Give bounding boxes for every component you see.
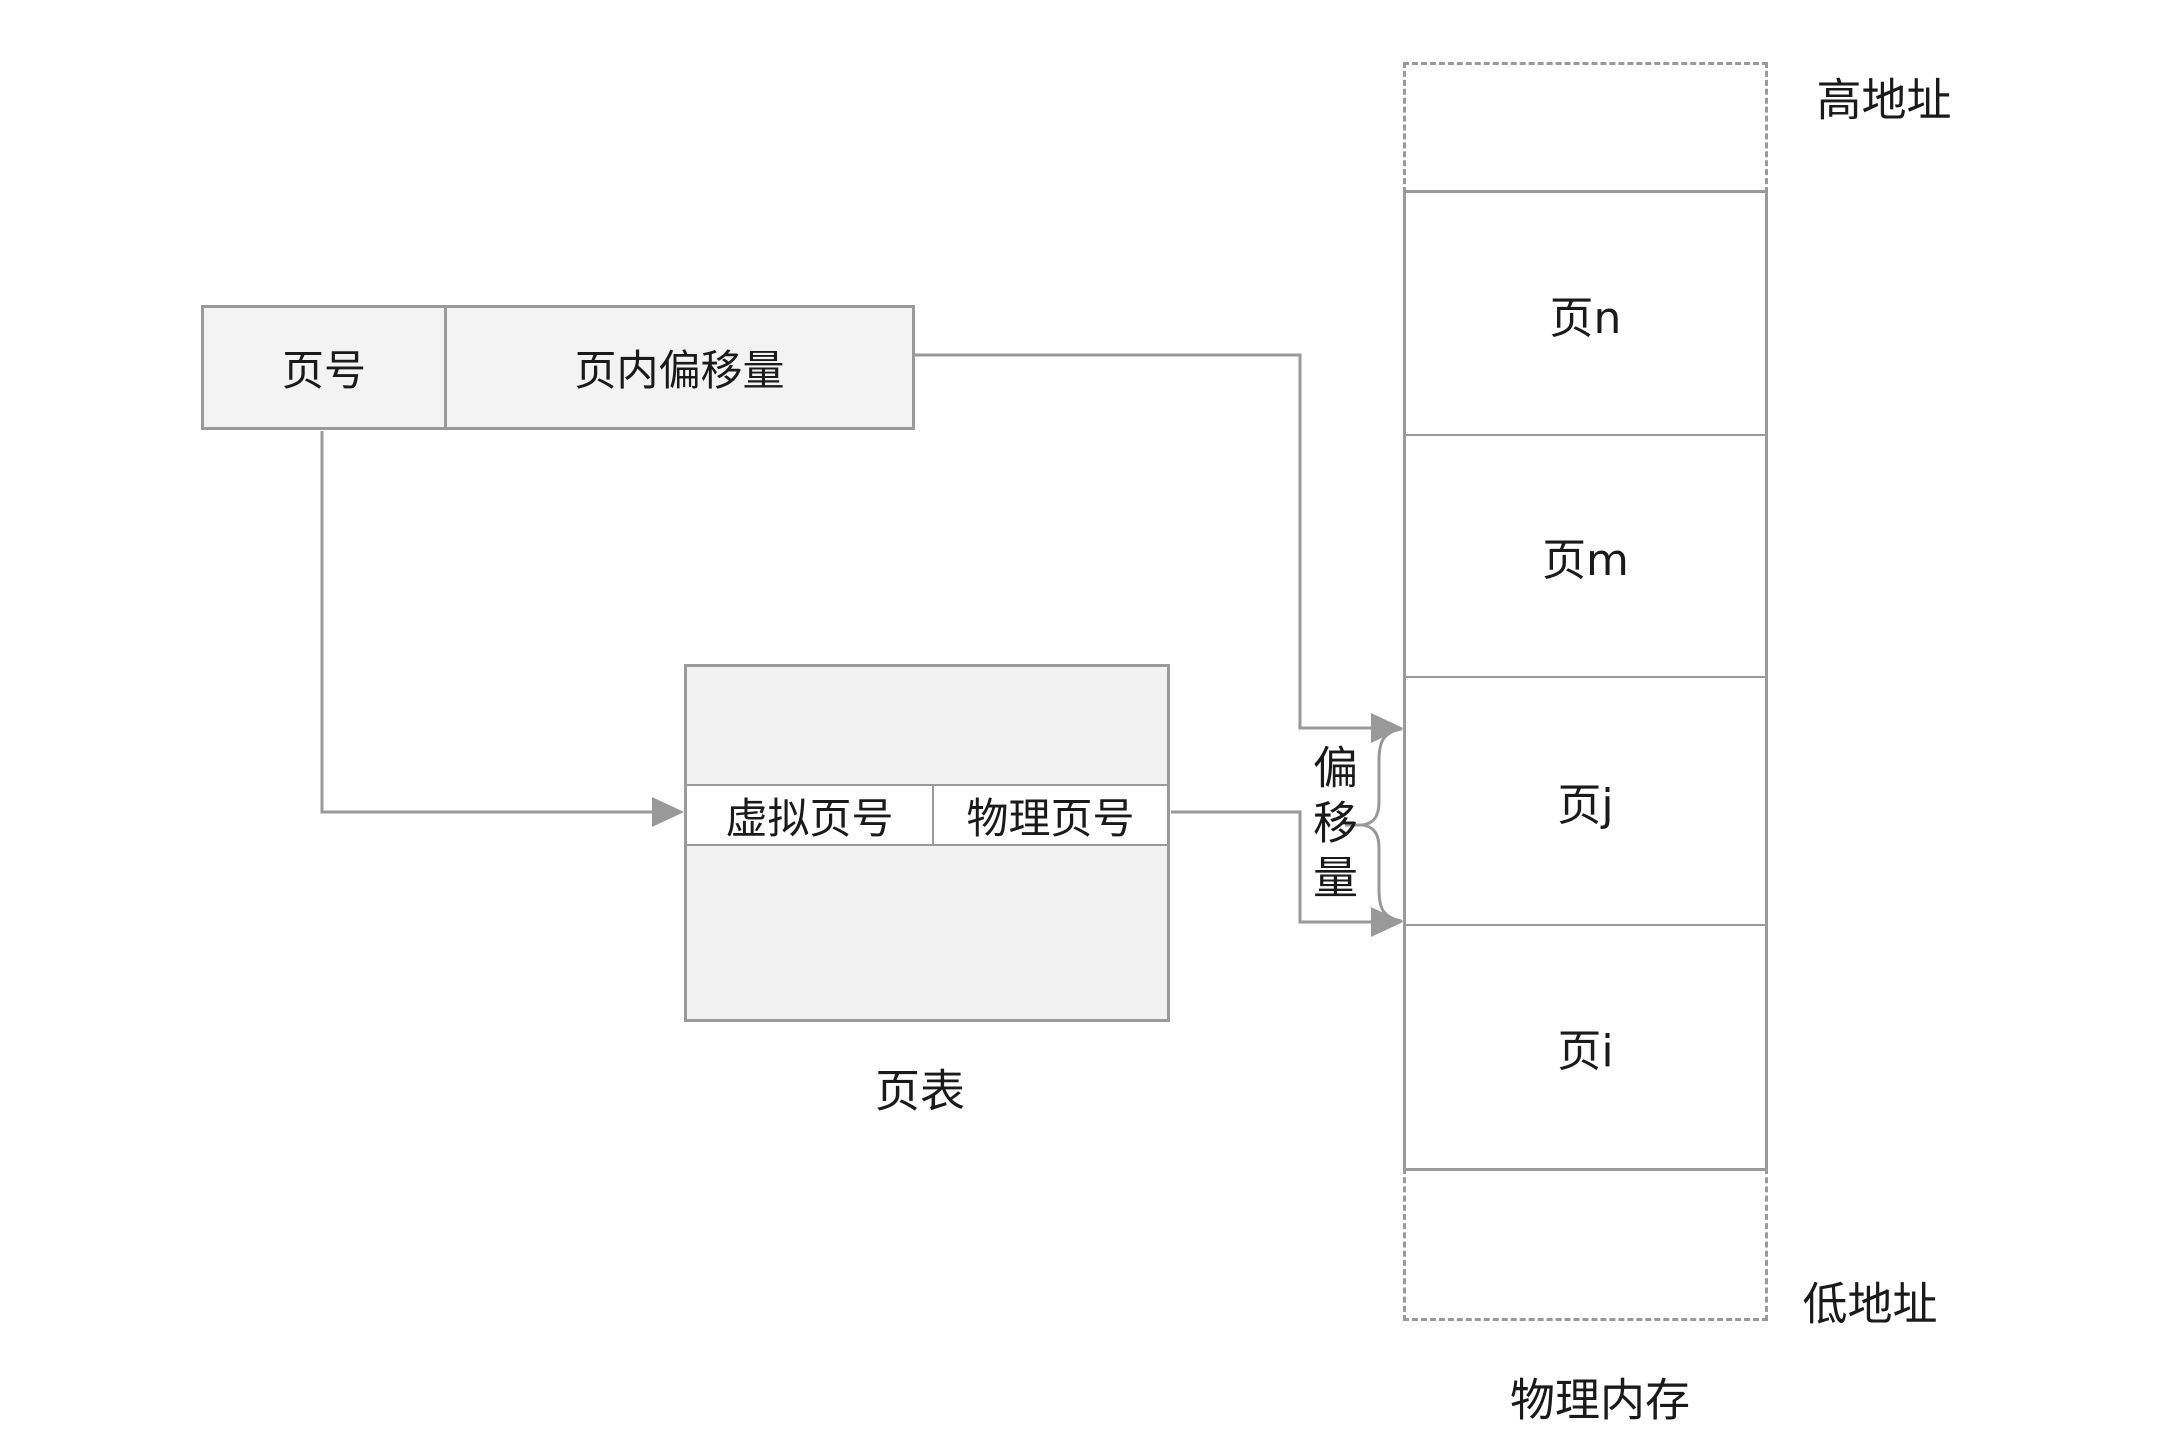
page-number-cell: 页号: [204, 308, 447, 427]
offset-brace: [1362, 727, 1403, 923]
physical-memory-title: 物理内存: [1509, 1373, 1691, 1427]
memory-page-m: 页m: [1406, 434, 1765, 676]
page-table-arrowhead: [652, 797, 684, 827]
page-table-box: 虚拟页号 物理页号: [684, 664, 1170, 1022]
page-offset-cell: 页内偏移量: [574, 346, 785, 395]
memory-page-n: 页n: [1549, 292, 1622, 344]
offset-label: 偏移量: [1305, 744, 1358, 909]
page-number-to-page-table-line: [320, 431, 654, 814]
memory-dashed-bottom-region: [1403, 1168, 1768, 1321]
physical-memory-stack: 页n 页m 页j 页i: [1403, 190, 1768, 1171]
high-address-label: 高地址: [1816, 73, 1952, 127]
memory-page-i: 页i: [1406, 924, 1765, 1168]
low-address-label: 低地址: [1802, 1277, 1938, 1331]
memory-top-arrowhead: [1371, 713, 1403, 743]
memory-page-j: 页j: [1406, 676, 1765, 924]
memory-dashed-top-region: [1403, 62, 1768, 193]
physical-page-number-cell: 物理页号: [966, 793, 1135, 843]
page-table-entry-row: 虚拟页号 物理页号: [684, 784, 1170, 846]
virtual-address-box: 页号 页内偏移量: [201, 305, 915, 430]
memory-bottom-arrowhead: [1371, 907, 1403, 937]
page-table-title: 页表: [874, 1064, 966, 1118]
virtual-page-number-cell: 虚拟页号: [687, 786, 934, 844]
